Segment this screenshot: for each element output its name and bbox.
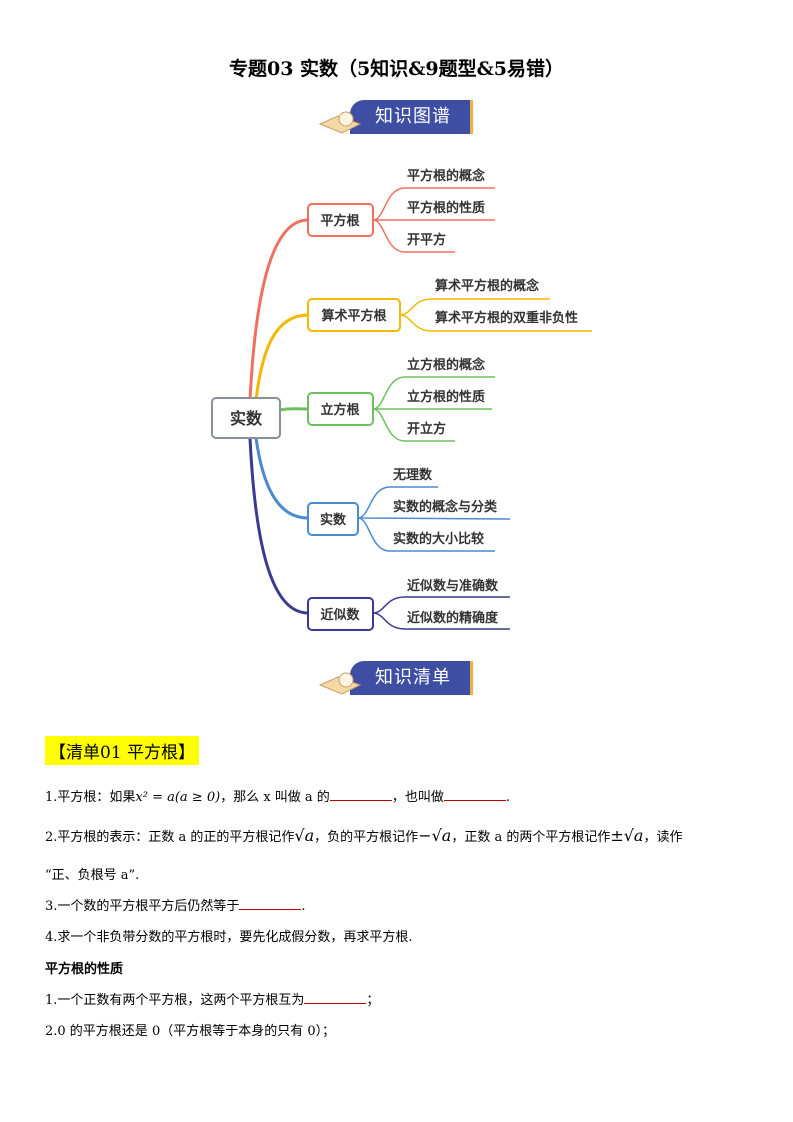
book-icon xyxy=(318,672,362,695)
answer-blank[interactable] xyxy=(304,991,367,1004)
branch-node: 算术平方根 xyxy=(321,308,387,324)
leaf-node: 无理数 xyxy=(392,467,433,483)
mindmap-root: 实数 xyxy=(230,409,263,428)
leaf-node: 近似数的精确度 xyxy=(407,610,499,626)
leaf-node: 近似数与准确数 xyxy=(407,578,499,594)
property-2: 2.0 的平方根还是 0（平方根等于本身的只有 0）； xyxy=(45,1024,336,1039)
leaf-node: 实数的大小比较 xyxy=(393,531,484,547)
branch-node: 近似数 xyxy=(320,607,360,623)
section-heading: 【清单01 平方根】 xyxy=(45,736,200,765)
property-1: 1.一个正数有两个平方根，这两个平方根互为； xyxy=(45,991,380,1008)
branch-node: 平方根 xyxy=(320,213,360,229)
answer-blank[interactable] xyxy=(329,788,392,801)
answer-blank[interactable] xyxy=(239,897,302,910)
paragraph-2: 2.平方根的表示：正数 a 的正的平方根记作√a，负的平方根记作−√a，正数 a… xyxy=(45,826,683,845)
banner-label: 知识清单 xyxy=(375,667,451,688)
leaf-node: 平方根的性质 xyxy=(407,200,485,216)
leaf-node: 实数的概念与分类 xyxy=(393,499,498,515)
banner-knowledge-list: 知识清单 xyxy=(318,657,478,699)
leaf-node: 算术平方根的双重非负性 xyxy=(435,310,578,326)
banner-label: 知识图谱 xyxy=(375,106,451,127)
page-title: 专题03 实数（5知识&9题型&5易错） xyxy=(228,58,565,80)
paragraph-2-cont: “正、负根号 a”. xyxy=(45,868,140,883)
leaf-node: 立方根的性质 xyxy=(407,389,485,405)
book-icon xyxy=(318,111,362,134)
paragraph-4: 4.求一个非负带分数的平方根时，要先化成假分数，再求平方根. xyxy=(45,930,413,945)
banner-knowledge-map: 知识图谱 xyxy=(318,96,478,138)
subheading: 平方根的性质 xyxy=(45,962,124,977)
answer-blank[interactable] xyxy=(443,788,506,801)
paragraph-1: 1.平方根：如果x² = a(a ≥ 0)，那么 x 叫做 a 的，也叫做. xyxy=(45,788,510,805)
leaf-node: 算术平方根的概念 xyxy=(435,278,539,294)
leaf-node: 立方根的概念 xyxy=(407,357,485,373)
leaf-node: 开平方 xyxy=(407,232,446,248)
leaf-node: 平方根的概念 xyxy=(407,168,485,184)
paragraph-3: 3.一个数的平方根平方后仍然等于. xyxy=(45,897,306,914)
leaf-node: 开立方 xyxy=(407,421,446,437)
mind-map: 实数 平方根 算术平方根 立方根 实数 近似数 平方根的概念 平方根的性质 开平… xyxy=(211,168,592,631)
branch-node: 实数 xyxy=(320,512,347,528)
branch-node: 立方根 xyxy=(320,402,360,418)
